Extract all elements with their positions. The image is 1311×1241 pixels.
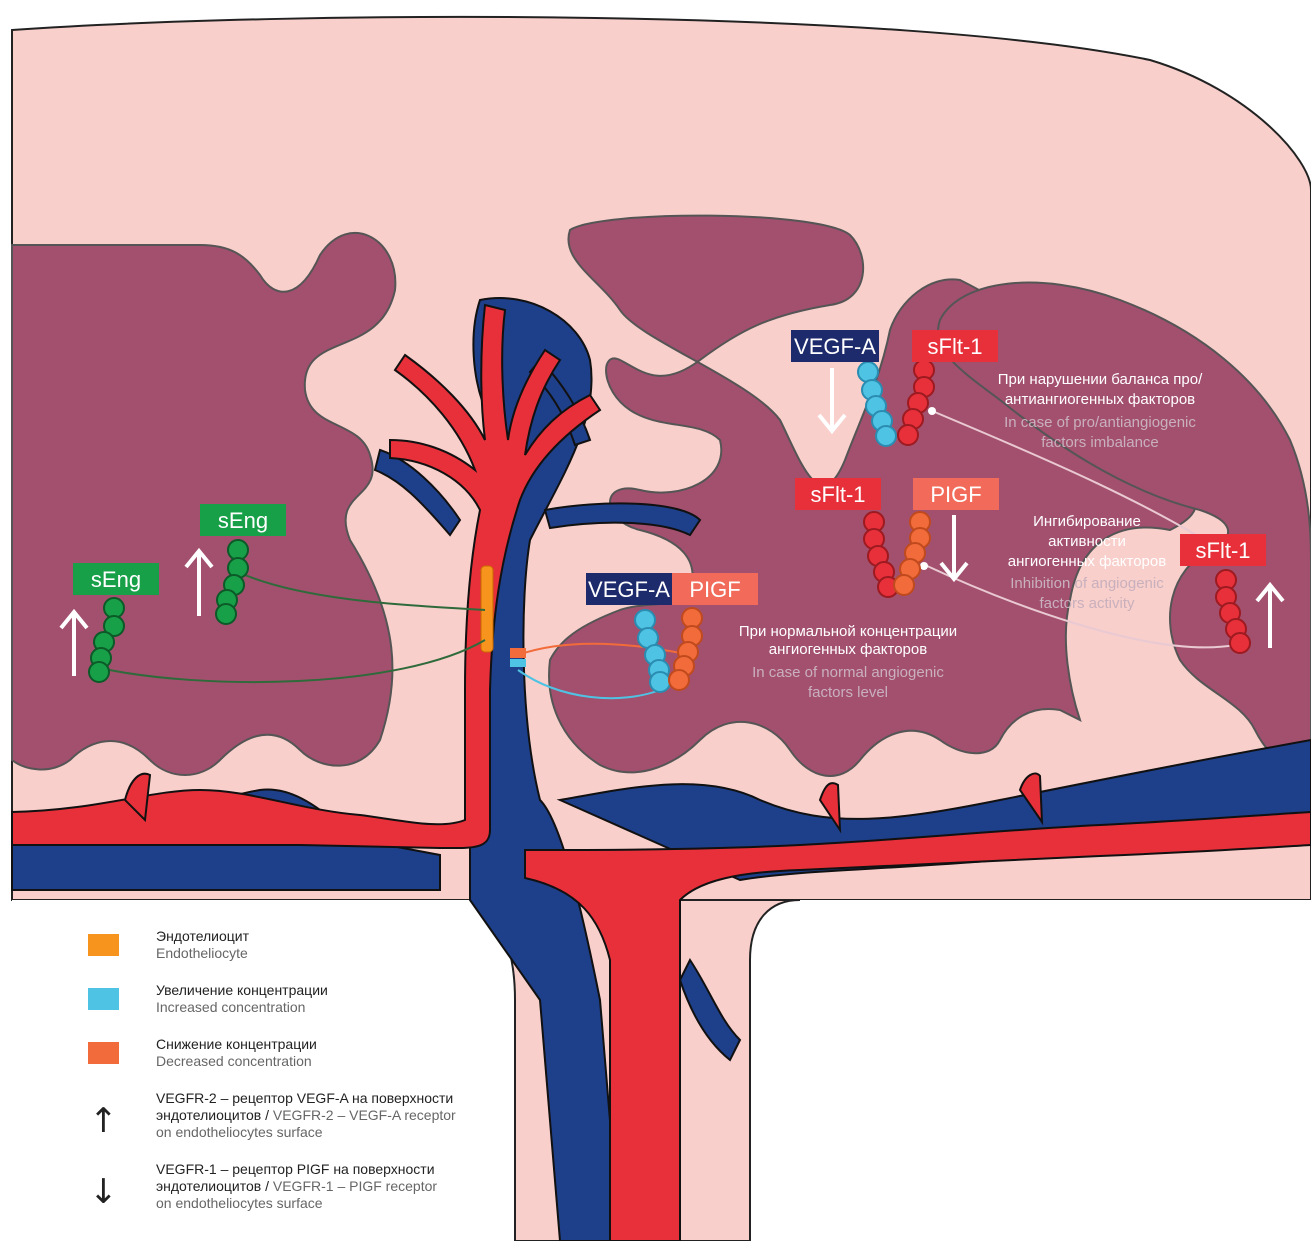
legend-label-ru: VEGFR-1 – рецептор PIGF на поверхности bbox=[156, 1161, 437, 1178]
legend-label-en2: on endotheliocytes surface bbox=[156, 1124, 456, 1141]
legend-label-ru2: эндотелиоцитов / bbox=[156, 1107, 269, 1123]
connector-dot-top bbox=[928, 407, 936, 415]
svg-text:Inhibition of angiogenic: Inhibition of angiogenic bbox=[1010, 575, 1164, 592]
svg-text:factors imbalance: factors imbalance bbox=[1041, 434, 1159, 451]
legend-label-ru: Снижение концентрации bbox=[156, 1036, 317, 1053]
svg-text:VEGF-A: VEGF-A bbox=[794, 334, 876, 359]
svg-text:VEGF-A: VEGF-A bbox=[588, 577, 670, 602]
svg-text:Ингибирование: Ингибирование bbox=[1033, 513, 1141, 530]
svg-text:активности: активности bbox=[1048, 533, 1126, 550]
svg-text:In case of normal angiogenic: In case of normal angiogenic bbox=[752, 664, 944, 681]
label-pigf-center: PIGF bbox=[672, 573, 758, 605]
legend-label-en: VEGFR-2 – VEGF-A receptor bbox=[273, 1107, 456, 1123]
legend: Эндотелиоцит Endotheliocyte Увеличение к… bbox=[88, 928, 548, 1232]
label-vegfa-top: VEGF-A bbox=[791, 330, 879, 362]
legend-item-increased: Увеличение концентрации Increased concen… bbox=[88, 982, 548, 1016]
legend-label-ru: VEGFR-2 – рецептор VEGF-A на поверхности bbox=[156, 1090, 456, 1107]
legend-label-en: Decreased concentration bbox=[156, 1053, 317, 1070]
decreased-swatch bbox=[88, 1042, 119, 1064]
endothelium-marker-blue bbox=[510, 659, 526, 667]
up-arrow-icon: ↑ bbox=[88, 1104, 119, 1138]
legend-label-en: Increased concentration bbox=[156, 999, 328, 1016]
svg-text:factors level: factors level bbox=[808, 684, 888, 701]
legend-label-en: VEGFR-1 – PIGF receptor bbox=[273, 1178, 437, 1194]
svg-text:PIGF: PIGF bbox=[930, 482, 981, 507]
label-seng-left: sEng bbox=[73, 563, 159, 595]
legend-label-ru: Увеличение концентрации bbox=[156, 982, 328, 999]
legend-label-en2: on endotheliocytes surface bbox=[156, 1195, 437, 1212]
legend-item-endotheliocyte: Эндотелиоцит Endotheliocyte bbox=[88, 928, 548, 962]
legend-item-vegfr1: ↓ VEGFR-1 – рецептор PIGF на поверхности… bbox=[88, 1161, 548, 1212]
villus-left bbox=[12, 233, 395, 775]
label-sflt1-top: sFlt-1 bbox=[912, 330, 998, 362]
endotheliocyte-swatch bbox=[88, 934, 119, 956]
label-sflt1-mid: sFlt-1 bbox=[795, 478, 881, 510]
svg-text:sFlt-1: sFlt-1 bbox=[928, 334, 983, 359]
svg-text:In case of pro/antiangiogenic: In case of pro/antiangiogenic bbox=[1004, 414, 1196, 431]
svg-text:ангиогенных факторов: ангиогенных факторов bbox=[1008, 553, 1166, 570]
label-vegfa-center: VEGF-A bbox=[586, 573, 672, 605]
svg-text:При нарушении баланса про/: При нарушении баланса про/ bbox=[998, 371, 1203, 388]
legend-item-vegfr2: ↑ VEGFR-2 – рецептор VEGF-A на поверхнос… bbox=[88, 1090, 548, 1141]
legend-label-ru2: эндотелиоцитов / bbox=[156, 1178, 269, 1194]
increased-swatch bbox=[88, 988, 119, 1010]
svg-text:ангиогенных факторов: ангиогенных факторов bbox=[769, 641, 927, 658]
svg-text:антиангиогенных факторов: антиангиогенных факторов bbox=[1005, 391, 1195, 408]
label-pigf-mid: PIGF bbox=[913, 478, 999, 510]
legend-label-en: Endotheliocyte bbox=[156, 945, 249, 962]
connector-dot-mid bbox=[920, 562, 928, 570]
legend-item-decreased: Снижение концентрации Decreased concentr… bbox=[88, 1036, 548, 1070]
label-seng-mid: sEng bbox=[200, 504, 286, 536]
svg-text:PIGF: PIGF bbox=[689, 577, 740, 602]
svg-text:sEng: sEng bbox=[218, 508, 268, 533]
svg-text:sFlt-1: sFlt-1 bbox=[1196, 538, 1251, 563]
svg-text:sEng: sEng bbox=[91, 567, 141, 592]
label-sflt1-right: sFlt-1 bbox=[1180, 534, 1266, 566]
svg-text:sFlt-1: sFlt-1 bbox=[811, 482, 866, 507]
legend-label-ru: Эндотелиоцит bbox=[156, 928, 249, 945]
down-arrow-icon: ↓ bbox=[88, 1175, 119, 1209]
svg-text:factors activity: factors activity bbox=[1039, 595, 1135, 612]
svg-text:При нормальной концентрации: При нормальной концентрации bbox=[739, 623, 957, 640]
